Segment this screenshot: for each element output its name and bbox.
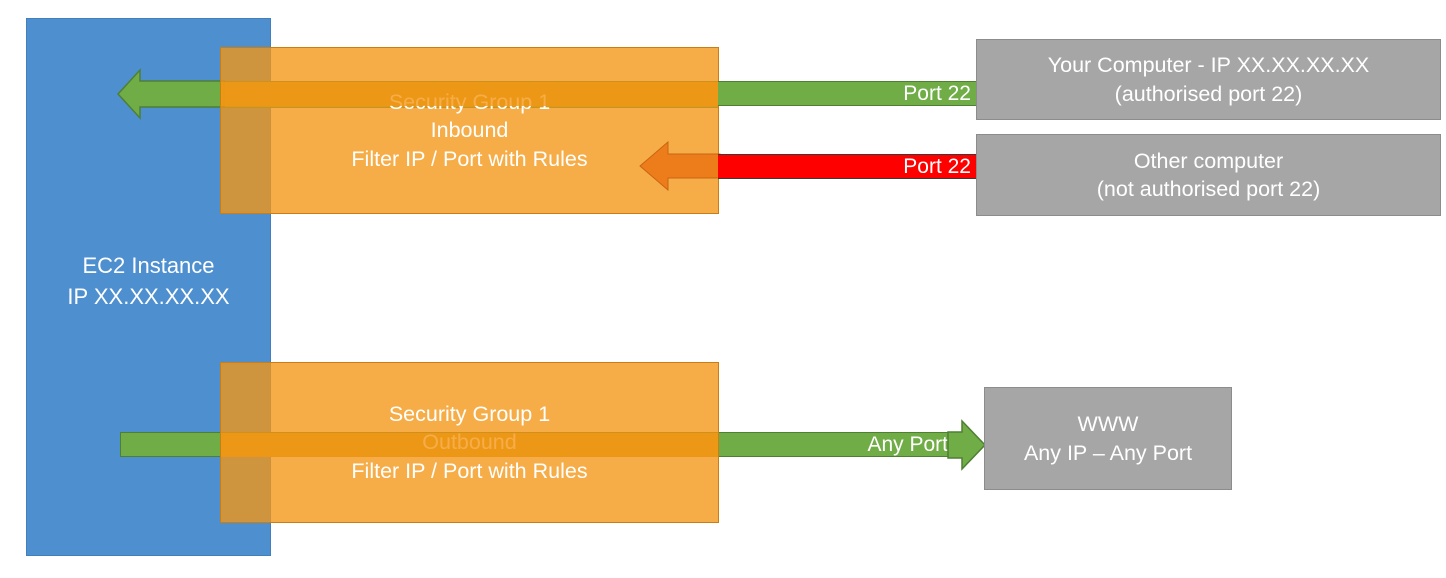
inbound-allowed-port-label: Port 22 xyxy=(903,81,971,105)
your-computer-box: Your Computer - IP XX.XX.XX.XX (authoris… xyxy=(976,39,1441,120)
sg-inbound-line3: Filter IP / Port with Rules xyxy=(351,146,588,171)
www-line1: WWW xyxy=(1077,412,1139,437)
security-group-outbound-box: Security Group 1 Outbound Filter IP / Po… xyxy=(220,362,719,523)
inbound-allowed-arrow-icon xyxy=(116,68,225,120)
outbound-allowed-arrow-icon xyxy=(947,419,987,471)
ec2-instance-name: EC2 Instance xyxy=(82,253,215,278)
other-computer-box: Other computer (not authorised port 22) xyxy=(976,134,1441,216)
inbound-blocked-arrow-icon xyxy=(639,140,721,192)
sg-inbound-line1: Security Group 1 xyxy=(388,89,551,114)
ec2-instance-ip: IP XX.XX.XX.XX xyxy=(67,284,230,310)
www-endpoint-box: WWW Any IP – Any Port xyxy=(984,387,1232,490)
outbound-port-label: Any Port xyxy=(867,432,948,456)
inbound-blocked-port-label: Port 22 xyxy=(903,154,971,178)
other-computer-line2: (not authorised port 22) xyxy=(1096,177,1321,201)
other-computer-line1: Other computer xyxy=(1133,148,1284,173)
your-computer-line1: Your Computer - IP XX.XX.XX.XX xyxy=(1047,53,1370,78)
inbound-blocked-connection-bar: Port 22 xyxy=(718,154,977,179)
sg-outbound-line3: Filter IP / Port with Rules xyxy=(351,458,588,483)
www-line2: Any IP – Any Port xyxy=(1023,440,1193,465)
your-computer-line2: (authorised port 22) xyxy=(1114,81,1303,106)
ec2-instance-label: EC2 Instance IP XX.XX.XX.XX xyxy=(26,250,271,312)
sg-inbound-line2: Inbound xyxy=(430,118,509,143)
sg-outbound-line2: Outbound xyxy=(422,430,517,455)
sg-outbound-line1: Security Group 1 xyxy=(388,401,551,426)
inbound-allowed-connection-bar: Port 22 xyxy=(718,81,977,106)
